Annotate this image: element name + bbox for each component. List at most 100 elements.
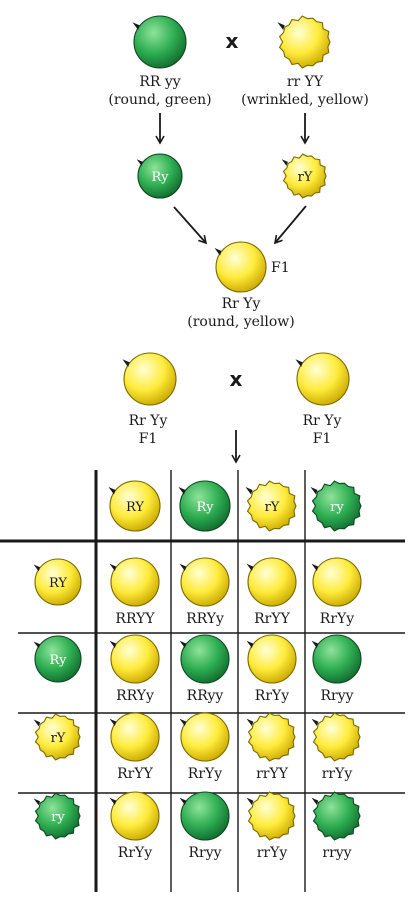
punnett-row-gamete: Ry (33, 635, 82, 683)
seed-hilum-mark (33, 641, 41, 649)
seed-hilum-mark (311, 640, 319, 648)
seed-hilum-mark (136, 159, 143, 166)
green-seed-body (312, 791, 361, 841)
green-seed-body (180, 791, 230, 841)
yellow-seed-body (180, 557, 230, 607)
seed-hilum-mark (109, 563, 117, 571)
punnett-row-gamete: RY (33, 558, 82, 606)
punnett-cell-genotype: RrYY (117, 766, 153, 782)
punnett-cell: RRYy (179, 557, 230, 627)
seed-hilum-mark (246, 563, 254, 571)
punnett-row-gamete: rY (33, 713, 81, 761)
seed-hilum-mark (109, 718, 117, 726)
punnett-cell: RRyy (179, 634, 230, 704)
green-seed-body (34, 792, 81, 840)
yellow-seed-body (34, 558, 82, 606)
punnett-cell-genotype: RrYy (255, 688, 289, 704)
punnett-cell: rrYy (246, 791, 296, 861)
f1-cross-left-generation: F1 (139, 431, 158, 447)
gamete-label: RY (126, 500, 144, 515)
green-seed-body (180, 634, 230, 684)
seed-hilum-mark (310, 487, 318, 495)
punnett-cell-genotype: RRYy (116, 688, 154, 704)
f1-cross-right-generation: F1 (313, 431, 332, 447)
parent-left-genotype: RR yy (139, 74, 180, 90)
seed-hilum-mark (277, 22, 285, 31)
seed-hilum-mark (311, 718, 319, 726)
punnett-cell-genotype: Rryy (188, 845, 221, 861)
yellow-seed-body (110, 557, 160, 607)
seed-hilum-mark (33, 719, 41, 727)
gamete-label: Ry (152, 170, 170, 185)
seed-hilum-mark (311, 797, 319, 805)
yellow-seed-body (34, 713, 81, 761)
punnett-cell-genotype: RRYY (115, 611, 155, 627)
gamete-label: Ry (50, 653, 68, 668)
green-seed-body (179, 480, 231, 532)
yellow-seed-body (109, 480, 161, 532)
punnett-cell: RRYy (109, 634, 160, 704)
gamete-label: Ry (197, 500, 215, 515)
f1-tag: F1 (271, 260, 290, 276)
green-seed-body (311, 480, 362, 532)
seed-hilum-mark (179, 563, 187, 571)
punnett-cell: RrYY (246, 557, 297, 627)
punnett-cell: rryy (311, 791, 361, 861)
seed-hilum-mark (122, 359, 130, 368)
yellow-seed-body (247, 791, 296, 841)
seed-hilum-mark (108, 487, 116, 495)
yellow-seed-body (246, 480, 297, 532)
gamete-label: rY (51, 731, 66, 746)
yellow-seed-body (247, 634, 297, 684)
punnett-cell-genotype: RRYy (186, 611, 224, 627)
punnett-row-gamete: ry (33, 792, 81, 840)
gamete-label: RY (49, 576, 67, 591)
punnett-column-gamete: rY (245, 480, 297, 532)
yellow-seed-body (123, 352, 177, 406)
seed-hilum-mark (246, 640, 254, 648)
gamete-label: rY (265, 500, 280, 515)
punnett-cell: RrYY (109, 712, 160, 782)
punnett-cell: RrYy (109, 791, 160, 861)
yellow-seed-body (312, 557, 362, 607)
seed-hilum-mark (179, 718, 187, 726)
seed-hilum-mark (178, 487, 186, 495)
gamete-label: ry (330, 500, 344, 515)
punnett-column-gamete: RY (108, 480, 161, 532)
parent-right-phenotype: (wrinkled, yellow) (241, 92, 369, 108)
punnett-cell: RrYy (311, 557, 362, 627)
yellow-seed-body (110, 634, 160, 684)
yellow-seed-body (110, 791, 160, 841)
seed-hilum-mark (246, 797, 254, 805)
f1-seed (214, 241, 267, 293)
punnett-cell: Rryy (311, 634, 362, 704)
f1-cross-right-genotype: Rr Yy (303, 413, 342, 429)
seed-hilum-mark (245, 487, 253, 495)
punnett-cell: RrYy (246, 634, 297, 704)
f1-phenotype: (round, yellow) (187, 314, 295, 330)
yellow-seed-body (247, 712, 296, 762)
gamete-label: ry (51, 810, 65, 825)
punnett-cell: rrYY (246, 712, 296, 782)
f1-cross-left-genotype: Rr Yy (129, 413, 168, 429)
f1-cross-right-seed (295, 352, 350, 406)
seed-hilum-mark (33, 564, 41, 572)
punnett-cell: RRYY (109, 557, 160, 627)
punnett-cell-genotype: rrYY (256, 766, 289, 782)
f1-cross-left-seed (122, 352, 177, 406)
punnett-cell-genotype: rrYy (257, 845, 288, 861)
parent-left-seed (132, 15, 187, 69)
parent-gamete-left: Ry (136, 153, 183, 199)
f1-genotype: Rr Yy (222, 296, 261, 312)
parent-cross-symbol: x (226, 29, 239, 53)
seed-hilum-mark (214, 248, 222, 256)
seed-hilum-mark (311, 563, 319, 571)
seed-hilum-mark (109, 797, 117, 805)
punnett-cell-genotype: RrYy (118, 845, 152, 861)
punnett-cell-genotype: RRyy (187, 688, 224, 704)
yellow-seed-body (247, 557, 297, 607)
gamete-label: rY (298, 170, 313, 185)
arrow-gamete-left-to-f1 (173, 206, 208, 245)
yellow-seed-body (215, 241, 267, 293)
